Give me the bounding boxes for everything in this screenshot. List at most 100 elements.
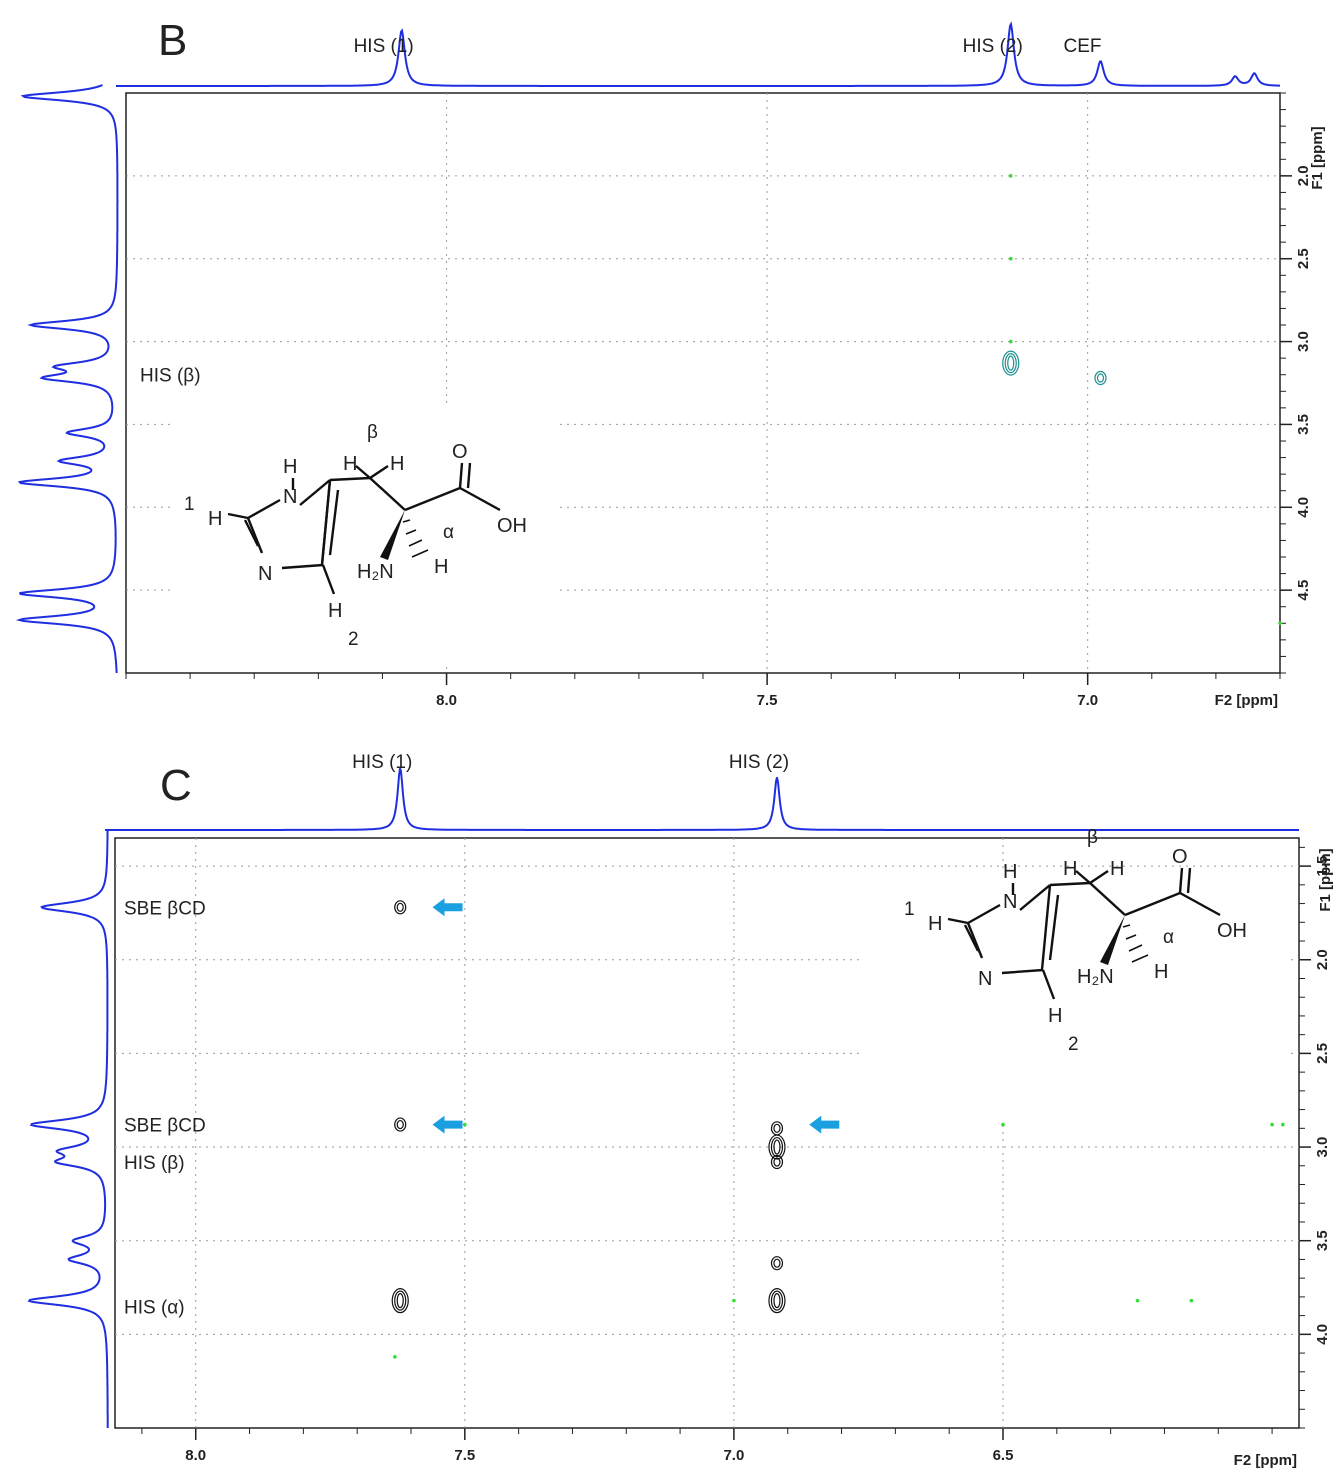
panel-b-left-projection	[15, 84, 119, 673]
panel-b-y-axis: 2.02.53.03.54.04.5	[1280, 92, 1312, 674]
left-peak-label: HIS (α)	[124, 1297, 185, 1318]
y-tick-label: 3.0	[1295, 331, 1312, 352]
panel-b-top-peak-labels: HIS (1)HIS (2)CEF	[354, 36, 1102, 57]
panel-c-top-peak-labels: HIS (1) HIS (2)	[352, 752, 789, 773]
noise-point	[1135, 1298, 1140, 1303]
left-peak-label: HIS (β)	[140, 366, 201, 387]
panel-c-cross-peaks	[391, 900, 786, 1314]
top-peak-label: HIS (1)	[354, 36, 414, 57]
panel-c-plot-frame	[114, 837, 1300, 1429]
cross-peak	[394, 900, 407, 915]
y-tick-label: 4.5	[1295, 580, 1312, 601]
panel-c-y-axis-label: F1 [ppm]	[1317, 848, 1334, 911]
contour-ring	[770, 1256, 784, 1271]
top-peak-label: HIS (1)	[352, 752, 412, 773]
contour-ring	[770, 1136, 784, 1158]
atom-h-alpha: H	[434, 556, 448, 578]
contour-ring	[1004, 353, 1017, 374]
atom-h-alpha: H	[1154, 961, 1168, 983]
contour-ring	[770, 1290, 784, 1311]
noise-point	[393, 1355, 397, 1359]
wedge-bond	[1100, 915, 1125, 965]
alpha-label: α	[443, 522, 454, 543]
atom-h-nh: H	[283, 456, 297, 478]
noise-point	[1189, 1298, 1194, 1303]
cross-peak	[391, 1288, 409, 1314]
noise-point	[732, 1298, 736, 1303]
beta-label: β	[1087, 827, 1098, 848]
atom-n1: N	[1003, 891, 1017, 913]
top-peak-label: HIS (2)	[963, 36, 1023, 57]
pointer-arrow	[432, 898, 463, 917]
atom-h1: H	[208, 508, 222, 530]
x-tick-label: 7.5	[757, 692, 778, 709]
contour-ring	[773, 1258, 781, 1268]
contour-ring	[396, 902, 404, 912]
structure-bonds	[227, 462, 501, 595]
contour-ring	[768, 1134, 786, 1160]
atom-h-beta-b: H	[390, 453, 404, 475]
pointer-arrow	[432, 1115, 463, 1134]
cross-peak	[770, 1121, 784, 1136]
atom-h-nh: H	[1003, 861, 1017, 883]
top-peak-label: HIS (2)	[729, 752, 789, 773]
left-peak-label: HIS (β)	[124, 1153, 185, 1174]
panel-b-histidine-structure: H N N H 1 H H β O OH α H₂N H H 2	[175, 405, 560, 665]
panel-b-cross-peaks	[1002, 350, 1107, 386]
atom-h-beta-b: H	[1110, 858, 1124, 880]
atom-n2: N	[258, 563, 272, 585]
wedge-bond	[380, 510, 405, 560]
x-tick-label: 7.0	[1077, 692, 1098, 709]
x-tick-label: 7.0	[723, 1447, 744, 1464]
position-2: 2	[348, 629, 359, 650]
x-tick-label: 6.5	[993, 1447, 1014, 1464]
noise-point	[1008, 339, 1013, 344]
y-tick-label: 2.5	[1314, 1043, 1331, 1064]
y-tick-label: 2.0	[1314, 949, 1331, 970]
y-tick-label: 4.0	[1295, 497, 1312, 518]
panel-c-left-projection	[27, 830, 109, 1428]
contour-ring	[396, 1293, 404, 1309]
alpha-label: α	[1163, 927, 1174, 948]
atom-n1: N	[283, 486, 297, 508]
structure-backdrop	[860, 870, 1290, 1120]
noise-point	[1008, 174, 1013, 178]
contour-ring	[1007, 355, 1015, 371]
panel-b-label: B	[158, 16, 187, 65]
contour-ring	[773, 1123, 781, 1133]
cross-peak	[770, 1256, 784, 1271]
atom-o: O	[452, 441, 468, 463]
beta-label: β	[367, 422, 378, 443]
atom-h2: H	[1048, 1005, 1062, 1027]
panel-b-noise-points	[1008, 174, 1282, 626]
contour-ring	[1096, 373, 1105, 383]
contour-ring	[394, 900, 407, 915]
y-tick-label: 2.0	[1295, 165, 1312, 186]
contour-ring	[773, 1293, 781, 1309]
atom-h1: H	[928, 913, 942, 935]
atom-h-beta-a: H	[343, 453, 357, 475]
panel-c-label: C	[160, 761, 192, 810]
cross-peak	[768, 1134, 786, 1160]
atom-n2: N	[978, 968, 992, 990]
noise-point	[1008, 256, 1013, 261]
panel-b-top-projection	[116, 21, 1280, 87]
contour-ring	[1002, 350, 1020, 376]
contour-ring	[773, 1139, 781, 1155]
panel-b-left-peak-labels: HIS (β)	[140, 366, 201, 387]
cross-peak	[770, 1154, 784, 1170]
panel-c-x-axis-label: F2 [ppm]	[1234, 1452, 1297, 1469]
panel-c-y-axis: 1.52.02.53.03.54.0	[1299, 846, 1331, 1429]
left-peak-label: SBE βCD	[124, 1116, 206, 1137]
contour-ring	[768, 1288, 786, 1314]
hash-bond	[402, 519, 429, 558]
cross-peak	[768, 1288, 786, 1314]
cross-peak	[1094, 370, 1107, 386]
x-tick-label: 7.5	[454, 1447, 475, 1464]
cross-peak	[1002, 350, 1020, 376]
atom-oh: OH	[1217, 920, 1247, 942]
